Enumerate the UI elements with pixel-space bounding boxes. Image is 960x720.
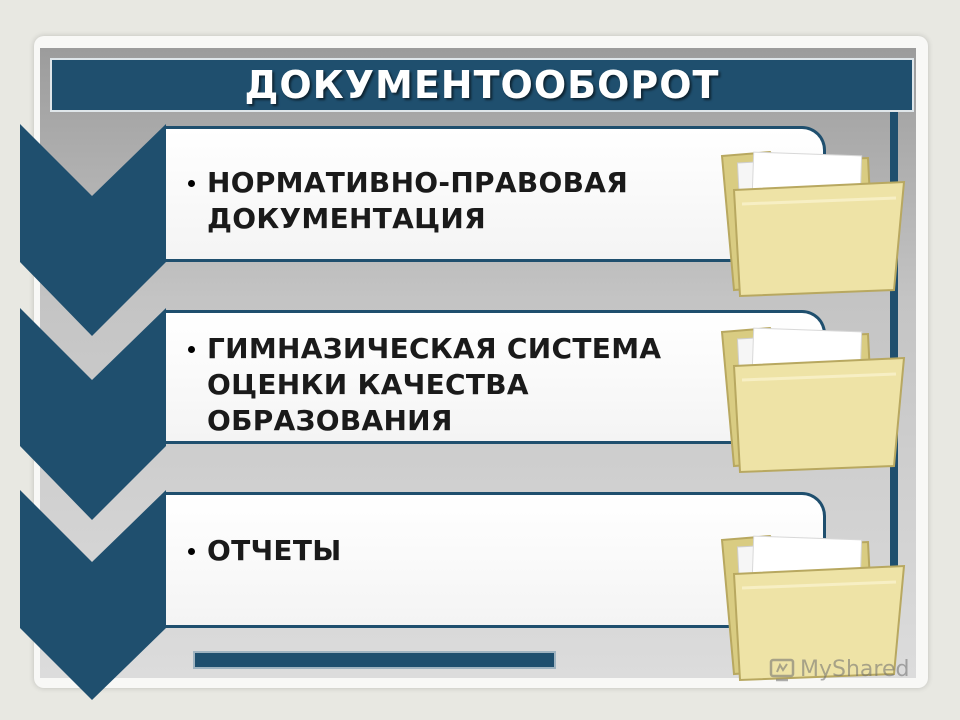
page-title: ДОКУМЕНТООБОРОТ (244, 63, 720, 107)
list-item-reports: ОТЧЕТЫ (166, 492, 826, 628)
list-item-label: НОРМАТИВНО-ПРАВОВАЯ ДОКУМЕНТАЦИЯ (207, 166, 629, 235)
chevron-1 (20, 124, 166, 336)
list-item-label: ГИМНАЗИЧЕСКАЯ СИСТЕМА ОЦЕНКИ КАЧЕСТВА ОБ… (207, 332, 662, 437)
right-accent-bar (890, 112, 898, 602)
list-item-normative: НОРМАТИВНО-ПРАВОВАЯ ДОКУМЕНТАЦИЯ (166, 126, 826, 262)
list-item-quality-system: ГИМНАЗИЧЕСКАЯ СИСТЕМА ОЦЕНКИ КАЧЕСТВА ОБ… (166, 310, 826, 444)
watermark-text: MyShared (800, 656, 910, 682)
folder-icon (720, 534, 906, 682)
watermark: MyShared (768, 656, 909, 682)
chevron-2 (20, 308, 166, 520)
list-item-label: ОТЧЕТЫ (207, 534, 342, 567)
chevron-3 (20, 490, 166, 700)
folder-icon (720, 326, 906, 474)
bottom-accent-bar (193, 651, 556, 669)
myshared-logo-icon (769, 658, 795, 682)
title-bar: ДОКУМЕНТООБОРОТ (50, 58, 914, 112)
bullet-icon (188, 346, 195, 353)
bullet-icon (188, 548, 195, 555)
bullet-icon (188, 180, 195, 187)
folder-icon (720, 150, 906, 298)
